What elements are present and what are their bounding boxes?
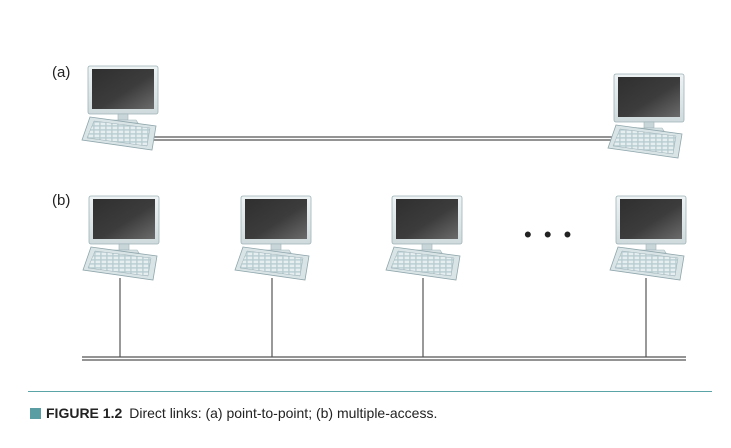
computer-icon [607,73,685,159]
computer-icon [81,65,159,151]
computer-icon [385,195,463,281]
part-a-label: (a) [52,64,71,81]
computer-icon [82,195,160,281]
figure-label: FIGURE 1.2 [46,405,123,421]
caption-square-icon [30,407,41,419]
caption-text: Direct links: (a) point-to-point; (b) mu… [129,405,438,421]
caption-divider [28,391,712,392]
ellipsis: • • • [524,222,575,247]
computer-icon [609,195,687,281]
figure-caption: FIGURE 1.2 Direct links: (a) point-to-po… [30,405,437,421]
computer-icon [234,195,312,281]
part-b-label: (b) [52,192,71,209]
